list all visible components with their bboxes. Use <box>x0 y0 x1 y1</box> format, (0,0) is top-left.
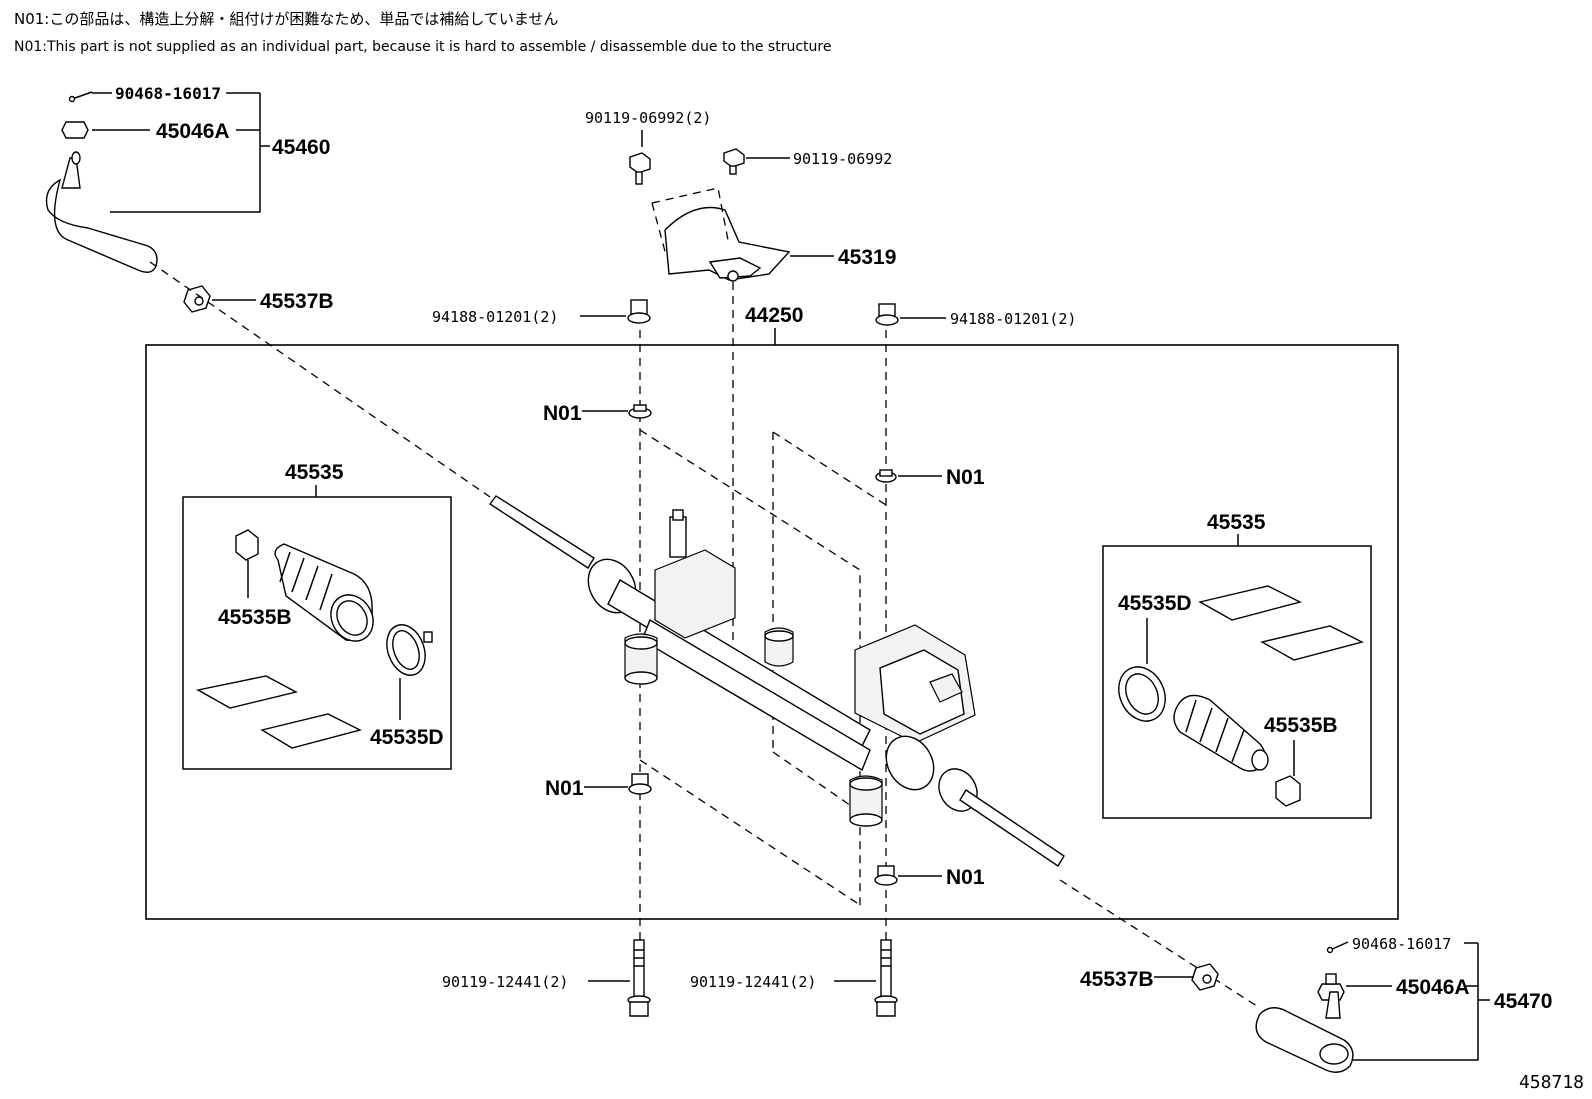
label-nut-94188-left[interactable]: 94188-01201(2) <box>432 308 558 326</box>
label-gear-assembly[interactable]: 44250 <box>745 304 803 327</box>
n01-bushing-top-right-icon <box>875 469 897 483</box>
clip-left-icon[interactable] <box>235 529 259 561</box>
n01-bushing-bottom-right-icon <box>874 865 898 886</box>
steering-rack-body-icon[interactable] <box>488 495 1065 867</box>
label-nut-45046a-left[interactable]: 45046A <box>156 120 230 143</box>
label-bolt-bottom-left[interactable]: 90119-12441(2) <box>442 973 568 991</box>
n01-bushing-top-left-icon <box>628 404 652 419</box>
note-japanese: N01:この部品は、構造上分解・組付けが困難なため、単品では補給していません <box>14 10 559 28</box>
label-clamp-left[interactable]: 45535D <box>370 726 444 749</box>
bolt-bottom-left-icon <box>627 939 651 1017</box>
figure-number: 458718 <box>1518 1072 1584 1093</box>
tie-rod-end-right-icon[interactable] <box>1255 991 1354 1073</box>
label-nut-45537b-right[interactable]: 45537B <box>1080 968 1154 991</box>
lock-nut-left-icon <box>183 285 211 313</box>
cotter-pin-right-icon <box>1326 941 1349 954</box>
label-clip-left[interactable]: 45535B <box>218 606 292 629</box>
label-nut-45537b-left[interactable]: 45537B <box>260 290 334 313</box>
grease-pack-left-1-icon <box>196 675 298 709</box>
label-tie-rod-end-right[interactable]: 45470 <box>1494 990 1552 1013</box>
label-n01-top-left[interactable]: N01 <box>543 402 582 425</box>
lock-nut-right-icon <box>1191 963 1219 991</box>
label-n01-top-right[interactable]: N01 <box>946 466 985 489</box>
clamp-right-icon[interactable] <box>1110 659 1174 728</box>
bracket-45319-icon[interactable] <box>664 206 791 282</box>
grease-pack-right-2-icon <box>1260 625 1364 661</box>
label-bolt-top-2[interactable]: 90119-06992(2) <box>585 109 711 127</box>
boot-right-icon[interactable] <box>1173 694 1269 772</box>
label-nut-45046a-right[interactable]: 45046A <box>1396 976 1470 999</box>
bolt-bottom-right-icon <box>874 939 898 1017</box>
boot-left-icon[interactable] <box>274 543 381 649</box>
label-clip-right[interactable]: 45535B <box>1264 714 1338 737</box>
label-bracket[interactable]: 45319 <box>838 246 896 269</box>
label-tie-rod-end-left[interactable]: 45460 <box>272 136 330 159</box>
label-nut-94188-right[interactable]: 94188-01201(2) <box>950 310 1076 328</box>
boot-kit-right-box <box>1102 545 1372 819</box>
castle-nut-left-icon <box>61 121 89 139</box>
grease-pack-right-1-icon <box>1198 585 1302 621</box>
label-n01-bottom-left[interactable]: N01 <box>545 777 584 800</box>
note-english: N01:This part is not supplied as an indi… <box>14 39 832 55</box>
label-n01-bottom-right[interactable]: N01 <box>946 866 985 889</box>
label-boot-kit-left[interactable]: 45535 <box>285 461 344 484</box>
label-boot-kit-right[interactable]: 45535 <box>1207 511 1266 534</box>
bolt-top-left-icon <box>629 152 651 185</box>
label-clamp-right[interactable]: 45535D <box>1118 592 1192 615</box>
flange-nut-left-icon <box>627 299 651 324</box>
n01-bushing-bottom-left-icon <box>628 773 652 795</box>
gear-assembly-box <box>145 344 1399 920</box>
grease-pack-left-2-icon <box>260 713 362 749</box>
label-cotter-pin-right[interactable]: 90468-16017 <box>1352 935 1451 953</box>
label-bolt-bottom-right[interactable]: 90119-12441(2) <box>690 973 816 991</box>
label-bolt-top[interactable]: 90119-06992 <box>793 150 892 168</box>
flange-nut-right-icon <box>875 303 899 326</box>
bolt-top-right-icon <box>723 148 745 175</box>
clip-right-icon[interactable] <box>1275 775 1301 807</box>
cotter-pin-left-icon <box>68 91 93 103</box>
tie-rod-end-left[interactable] <box>45 151 158 273</box>
label-cotter-pin-left[interactable]: 90468-16017 <box>115 84 221 103</box>
clamp-left-icon[interactable] <box>380 619 433 680</box>
boot-kit-left-box <box>182 496 452 770</box>
